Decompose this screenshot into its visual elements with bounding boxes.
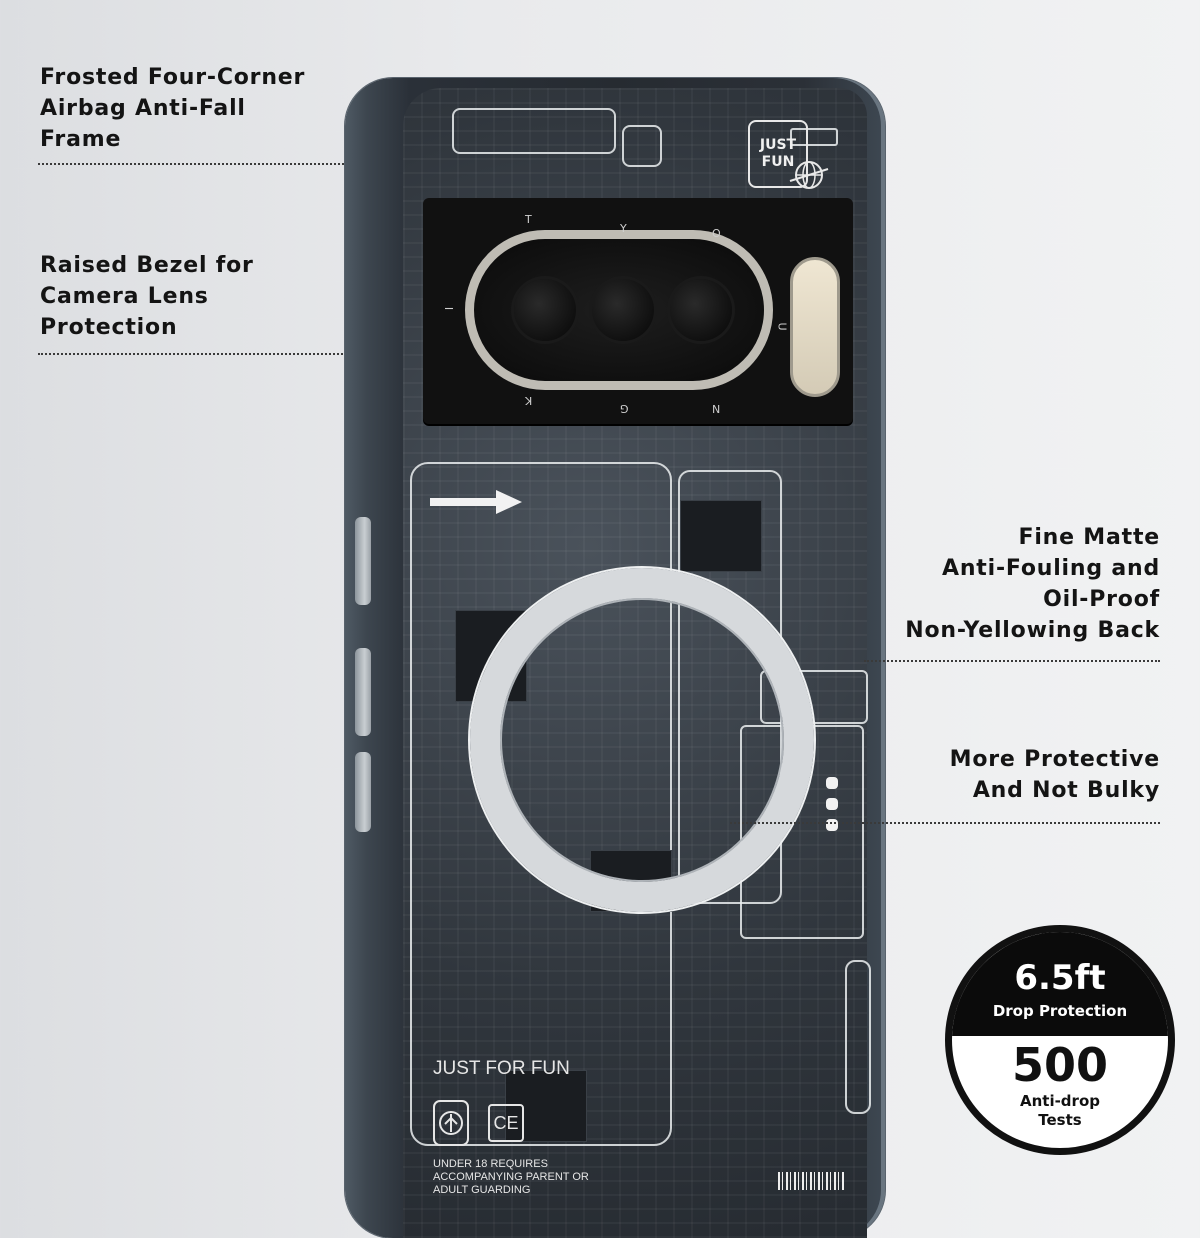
badge-drop-label: Drop Protection xyxy=(992,1002,1128,1020)
callout-protective-line-1: More Protective xyxy=(949,747,1160,772)
callout-matte-line-2: Anti-Fouling and xyxy=(942,556,1160,581)
bezel-letter: U xyxy=(775,322,789,331)
bezel-letter: N xyxy=(712,402,721,415)
callout-frame-line-3: Frame xyxy=(40,127,122,152)
side-button-top xyxy=(355,517,371,605)
recycle-icon xyxy=(433,1100,469,1146)
bezel-letter: T xyxy=(525,213,532,226)
callout-frame-line-1: Frosted Four-Corner xyxy=(40,65,306,90)
camera-lens-housing xyxy=(465,230,773,390)
callout-bezel-line-3: Protection xyxy=(40,315,178,340)
callout-matte-line-1: Fine Matte xyxy=(1018,525,1160,550)
age-warning-line-3: ADULT GUARDING xyxy=(433,1184,531,1196)
magnetic-ring xyxy=(470,568,814,912)
callout-frame: Frosted Four-Corner Airbag Anti-Fall Fra… xyxy=(40,62,305,155)
indicator-dot xyxy=(826,798,838,810)
badge-test-label-line-2: Tests xyxy=(1038,1111,1082,1129)
circuit-outline xyxy=(452,108,616,154)
camera-lens xyxy=(514,279,576,341)
brand-logo: JUST FUN xyxy=(748,120,808,188)
arrow-right-icon xyxy=(430,490,522,514)
camera-lens xyxy=(670,279,732,341)
barcode xyxy=(778,1172,844,1190)
brand-logo-line-2: FUN xyxy=(761,154,795,170)
circuit-outline xyxy=(845,960,871,1114)
indicator-dot xyxy=(826,819,838,831)
brand-logo-line-1: JUST xyxy=(759,137,797,153)
globe-icon xyxy=(789,161,829,189)
circuit-outline xyxy=(622,125,662,167)
camera-lens xyxy=(592,279,654,341)
drop-protection-badge: 6.5ft Drop Protection 500 Anti-drop Test… xyxy=(945,925,1175,1155)
callout-frame-line-2: Airbag Anti-Fall xyxy=(40,96,246,121)
case-brand-text: JUST FOR FUN xyxy=(433,1058,570,1079)
callout-bezel: Raised Bezel for Camera Lens Protection xyxy=(40,250,254,343)
age-warning-line-2: ACCOMPANYING PARENT OR xyxy=(433,1171,589,1183)
indicator-dot xyxy=(826,777,838,789)
callout-protective-line-2: And Not Bulky xyxy=(972,778,1160,803)
callout-bezel-line-2: Camera Lens xyxy=(40,284,209,309)
ce-mark: CE xyxy=(488,1104,524,1142)
circuit-chip xyxy=(680,500,762,572)
bezel-letter: K xyxy=(525,394,533,407)
bezel-letter: G xyxy=(620,402,629,415)
age-warning: UNDER 18 REQUIRES ACCOMPANYING PARENT OR… xyxy=(433,1158,589,1197)
badge-test-label: Anti-drop Tests xyxy=(952,1092,1168,1130)
circuit-outline xyxy=(790,128,838,146)
bezel-letter: O xyxy=(712,227,721,240)
badge-test-count: 500 xyxy=(1011,1038,1109,1092)
callout-matte-line-3: Oil-Proof xyxy=(1043,587,1160,612)
leader-bezel xyxy=(38,353,470,355)
callout-protective: More Protective And Not Bulky xyxy=(950,744,1160,806)
side-button-bottom xyxy=(355,752,371,832)
badge-drop-height: 6.5ft xyxy=(1014,958,1106,998)
bezel-letter: Y xyxy=(620,222,627,235)
callout-bezel-line-1: Raised Bezel for xyxy=(40,253,254,278)
bezel-letter: I xyxy=(443,306,457,311)
circuit-chip xyxy=(505,1070,587,1142)
side-button-middle xyxy=(355,648,371,736)
badge-top-band xyxy=(952,932,1168,1036)
callout-matte-line-4: Non-Yellowing Back xyxy=(905,618,1160,643)
age-warning-line-1: UNDER 18 REQUIRES xyxy=(433,1158,548,1170)
callout-matte: Fine Matte Anti-Fouling and Oil-Proof No… xyxy=(905,522,1160,646)
leader-frame xyxy=(38,163,364,165)
camera-flash xyxy=(790,257,840,397)
leader-matte xyxy=(864,660,1160,662)
leader-protective xyxy=(730,822,1160,824)
badge-test-label-line-1: Anti-drop xyxy=(1019,1092,1100,1110)
